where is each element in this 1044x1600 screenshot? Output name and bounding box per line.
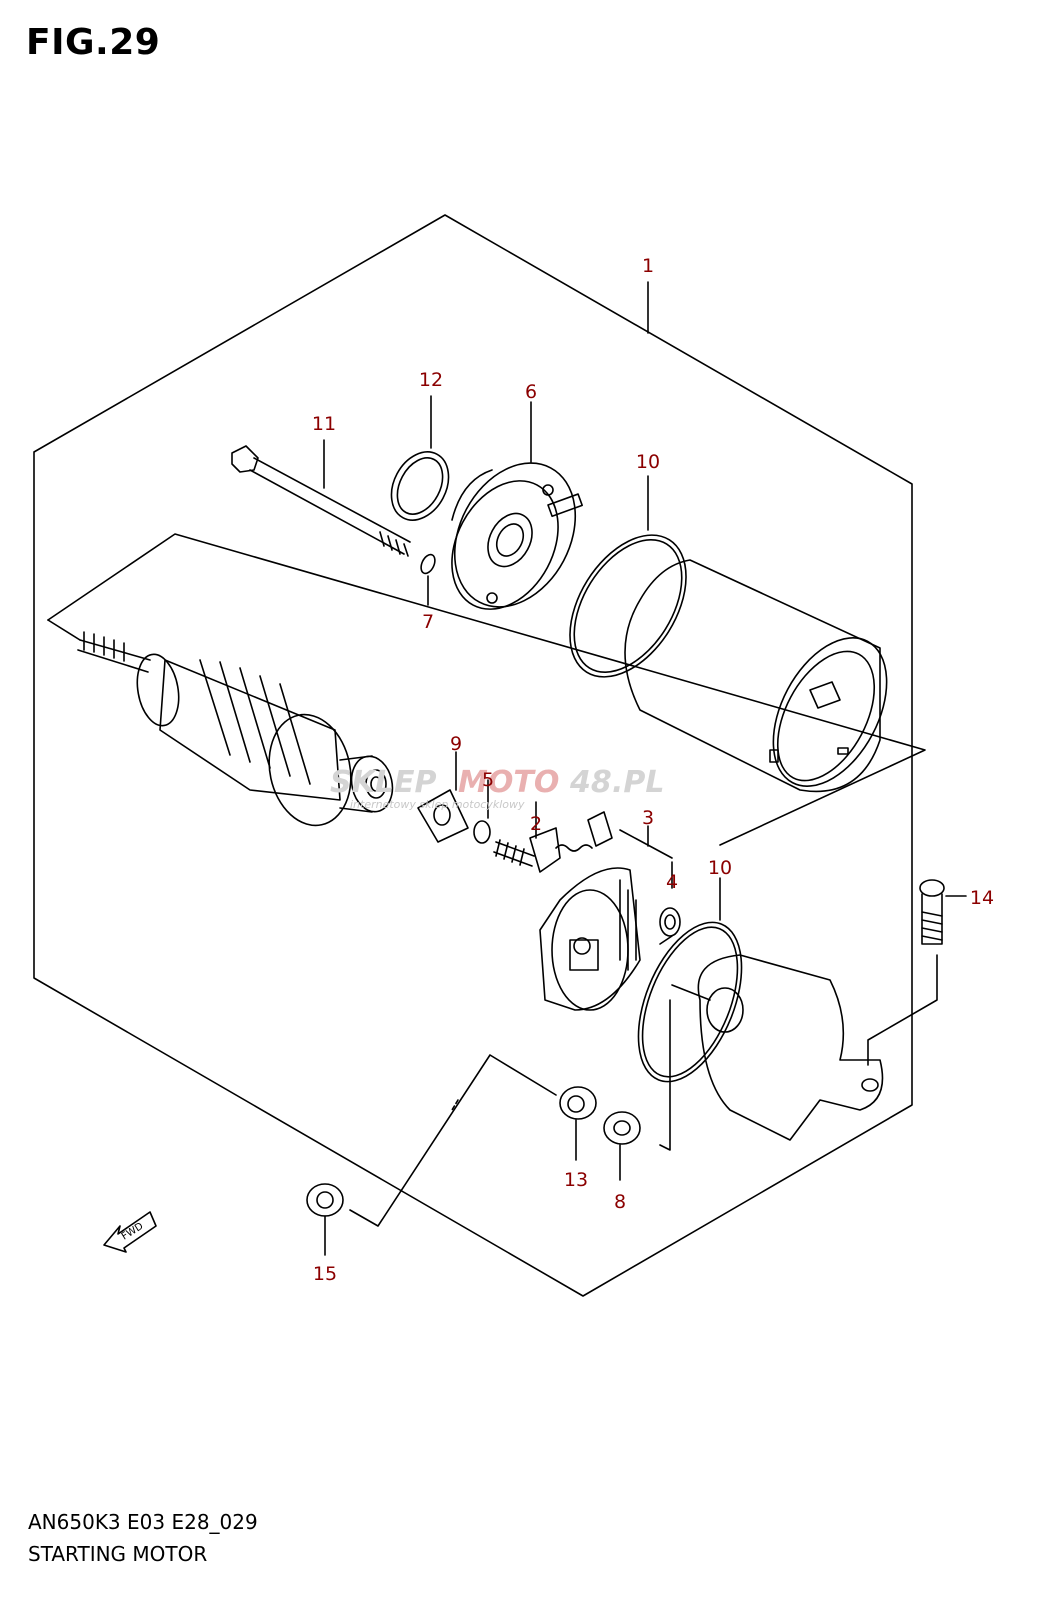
watermark: SKLEP MOTO 48 .PL internetowy sklep moto… <box>330 765 665 811</box>
subassembly-outline <box>47 533 926 846</box>
callout-1: 1 <box>642 255 654 277</box>
brush-holder-3 <box>539 825 673 1011</box>
callout-10-lower: 10 <box>708 857 732 879</box>
callout-6: 6 <box>525 381 537 403</box>
ring-5 <box>473 779 491 844</box>
fwd-arrow: FWD <box>103 1211 157 1253</box>
o-ring-12 <box>390 395 450 521</box>
callout-3: 3 <box>642 807 654 829</box>
leader-lines-lower <box>349 1054 557 1227</box>
callout-8: 8 <box>614 1191 626 1213</box>
o-ring-10-lower <box>637 877 743 1083</box>
callout-5: 5 <box>482 769 494 791</box>
watermark-brand-b: MOTO <box>458 765 559 800</box>
callout-9: 9 <box>450 733 462 755</box>
callout-2: 2 <box>530 813 542 835</box>
watermark-brand-d: .PL <box>612 765 665 800</box>
seal-4 <box>659 861 681 945</box>
diagram-subtitle: STARTING MOTOR <box>28 1542 208 1566</box>
callout-7: 7 <box>422 611 434 633</box>
callout-4: 4 <box>666 871 678 893</box>
watermark-tagline: internetowy sklep motocyklowy <box>350 798 525 811</box>
watermark-brand-c: 48 <box>569 765 612 800</box>
yoke-housing <box>624 559 888 793</box>
end-housing-6 <box>451 401 583 610</box>
nut-15 <box>306 1183 344 1256</box>
callout-12: 12 <box>419 369 443 391</box>
nut-13 <box>559 1086 597 1161</box>
brush-holder-plate-9 <box>417 751 469 843</box>
model-code: AN650K3 E03 E28_029 <box>28 1510 258 1534</box>
callout-13: 13 <box>564 1169 588 1191</box>
callout-14: 14 <box>970 887 994 909</box>
armature <box>77 631 394 827</box>
watermark-brand-a: SKLEP <box>330 765 436 800</box>
terminal-bolt-2 <box>493 801 613 873</box>
washer-7 <box>420 553 436 606</box>
washer-8 <box>603 1111 641 1181</box>
callout-10-upper: 10 <box>636 451 660 473</box>
callout-11: 11 <box>312 413 336 435</box>
figure-title: FIG.29 <box>26 22 161 63</box>
o-ring-10-upper <box>569 475 687 678</box>
through-bolt-part <box>231 439 411 557</box>
front-cover <box>659 954 884 1151</box>
callouts: 1 2 3 4 5 6 7 8 9 10 10 11 12 13 14 15 <box>312 255 994 1285</box>
callout-15: 15 <box>313 1263 337 1285</box>
mounting-bolt-14 <box>867 879 967 1066</box>
assembly-outline <box>33 214 913 1297</box>
